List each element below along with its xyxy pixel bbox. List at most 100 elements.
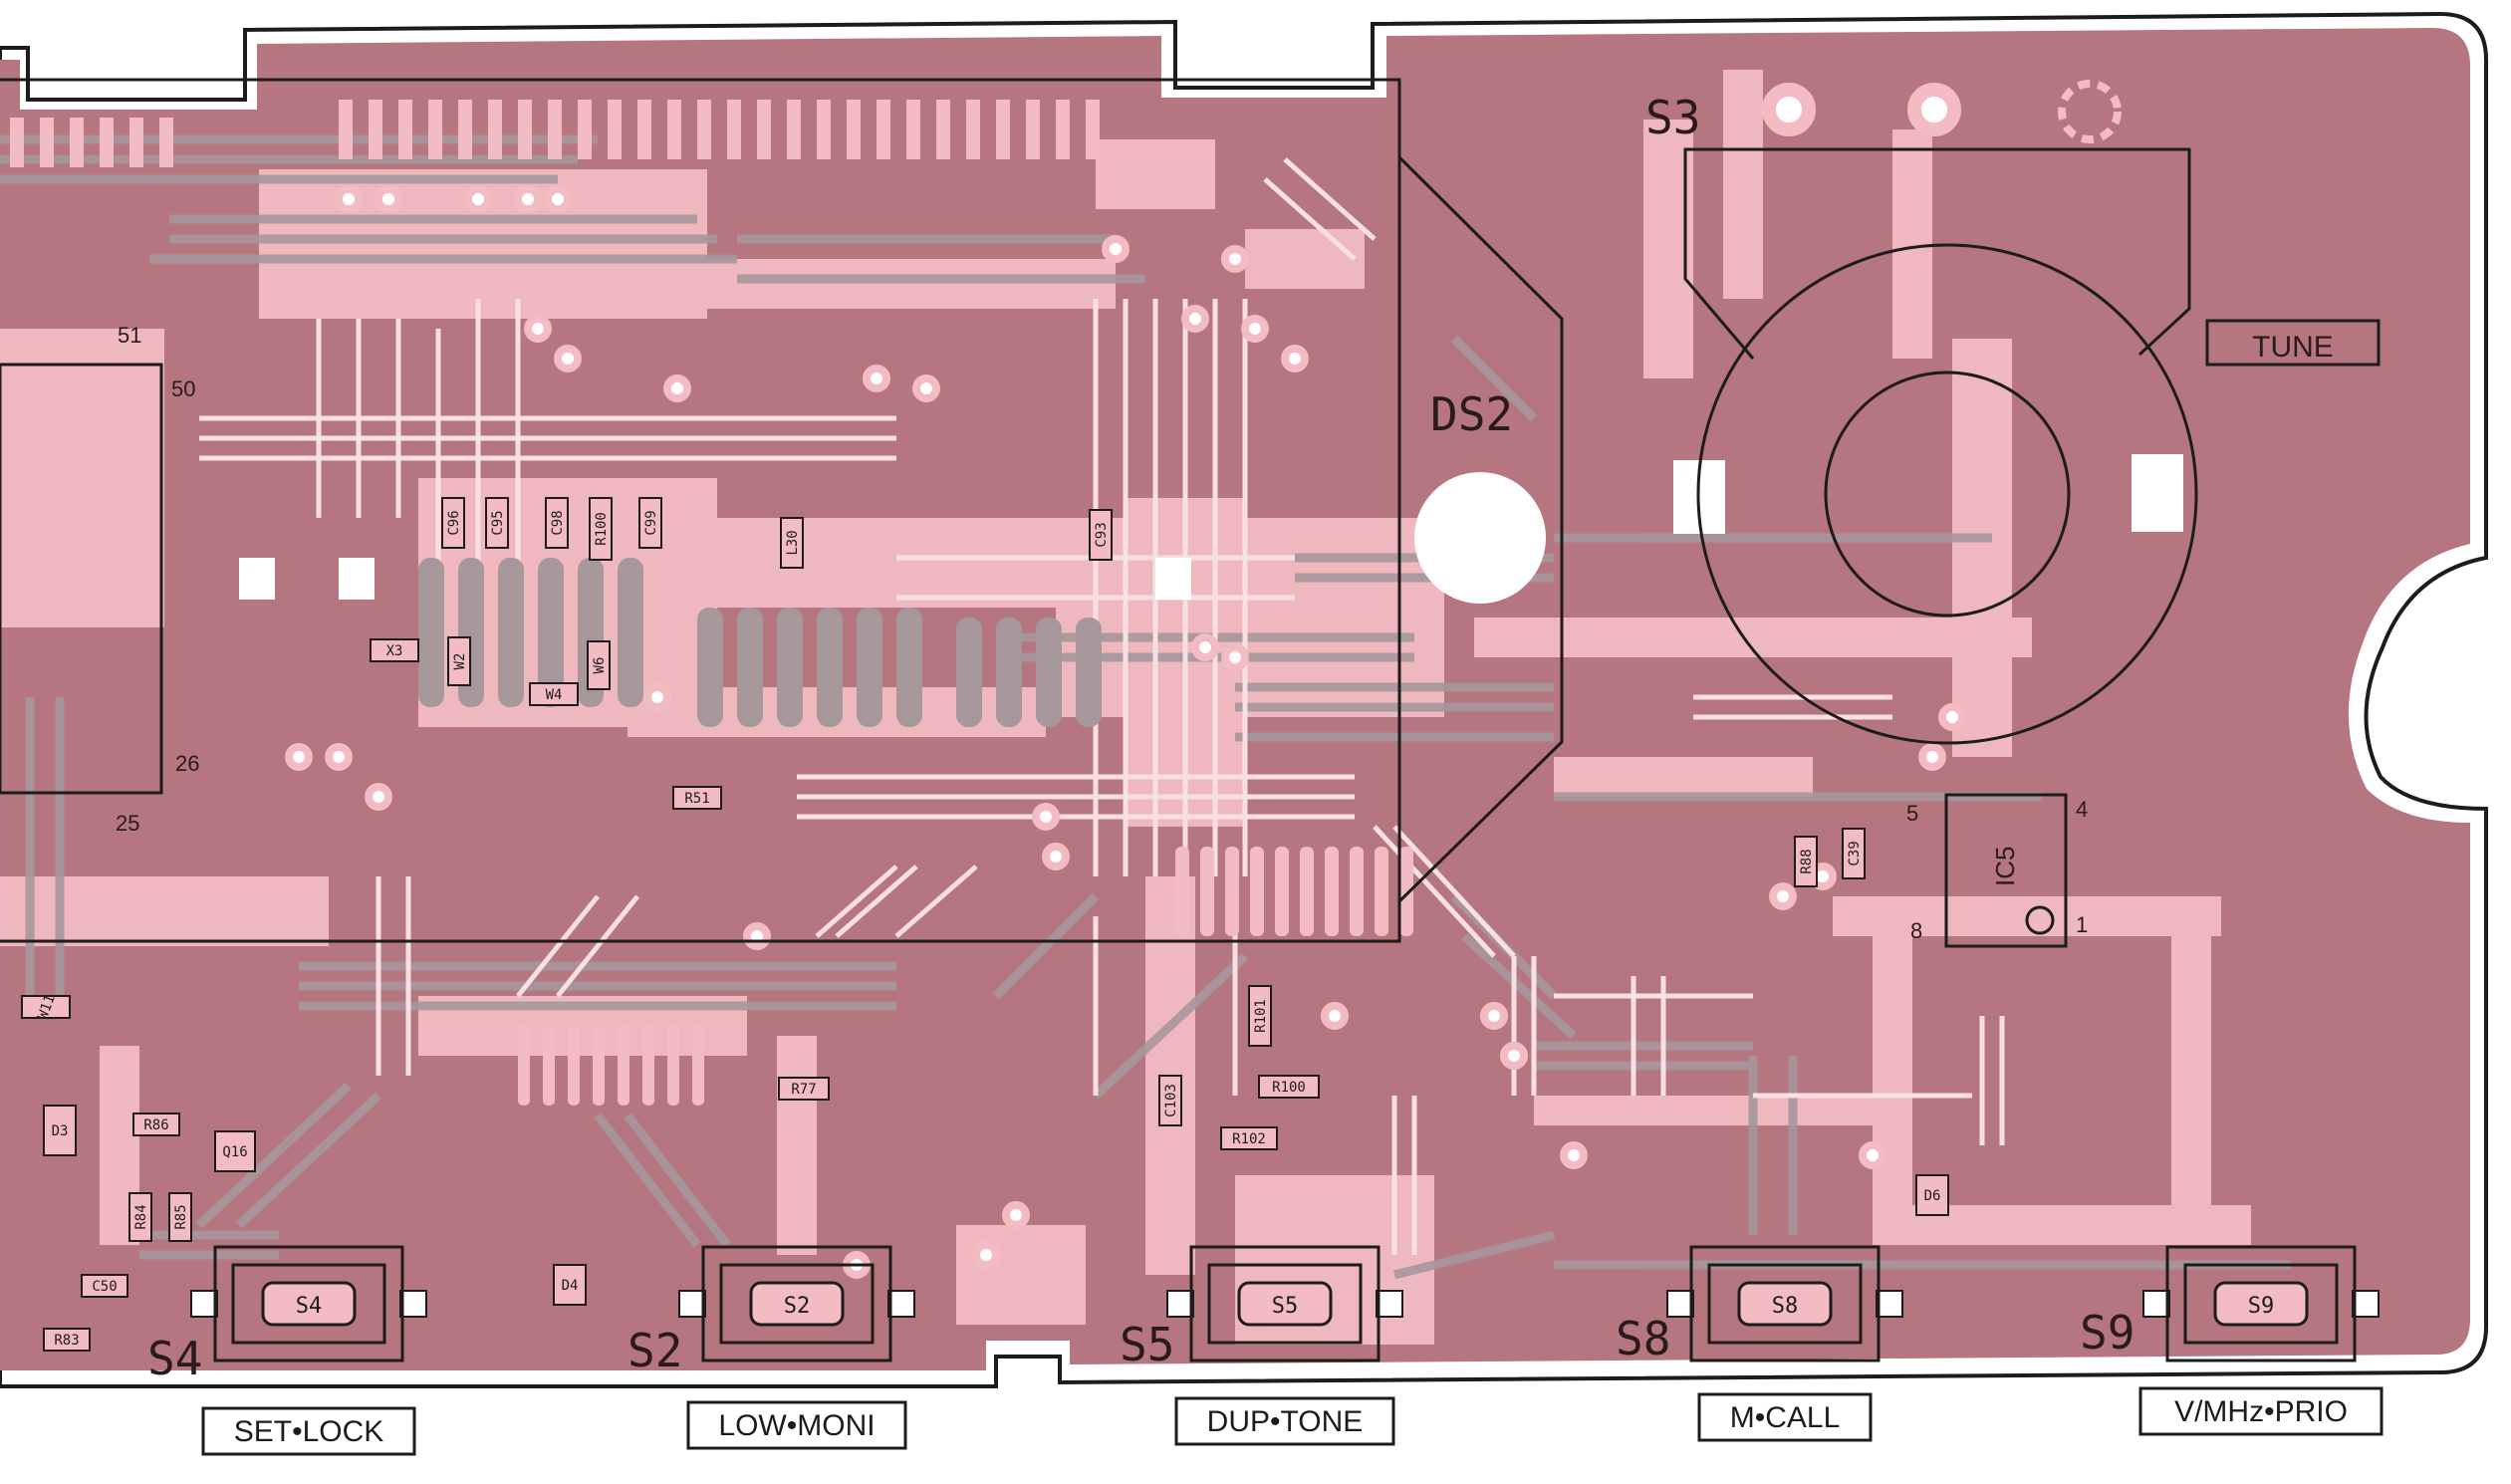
- ic1-pin25: 25: [116, 811, 139, 836]
- component-r100: R100: [589, 497, 613, 561]
- component-c95: C95: [485, 497, 509, 549]
- component-r100: R100: [1258, 1075, 1320, 1099]
- component-ref-label: C98: [550, 510, 566, 535]
- tune-label: TUNE: [2252, 331, 2334, 364]
- component-w6: W6: [587, 640, 611, 690]
- switch-function-label: M•CALL: [1730, 1401, 1841, 1434]
- component-ref-label: D6: [1924, 1188, 1941, 1204]
- component-ref-label: R77: [791, 1082, 816, 1098]
- switch-cap: [2213, 1281, 2309, 1327]
- component-ref-label: R101: [1253, 999, 1269, 1033]
- ic5-pin4: 4: [2076, 797, 2088, 822]
- component-r51: R51: [672, 786, 722, 810]
- switch-body: [701, 1245, 892, 1362]
- switch-cap-outer: [1207, 1263, 1363, 1345]
- tune-label-box: [2205, 319, 2381, 367]
- component-r102: R102: [1220, 1126, 1278, 1150]
- switch-cap-label: S2: [784, 1294, 811, 1319]
- switch-lead-left: [190, 1290, 218, 1318]
- component-ref-label: R51: [684, 791, 709, 807]
- ic-pins-top: [10, 100, 1100, 167]
- ic5-pin8: 8: [1910, 918, 1922, 943]
- bottom-connector-pads: [518, 847, 1413, 1106]
- component-d3: D3: [43, 1105, 77, 1156]
- component-ref-label: W4: [546, 687, 563, 703]
- switch-lead-right: [2352, 1290, 2380, 1318]
- switch-cap: [1237, 1281, 1333, 1327]
- switch-cap-label: S9: [2248, 1294, 2275, 1319]
- switch-lead-right: [399, 1290, 427, 1318]
- component-ref-label: C39: [1847, 841, 1863, 866]
- ic1-pin26: 26: [175, 751, 199, 776]
- component-ref-label: C99: [643, 510, 659, 535]
- component-w2: W2: [447, 636, 471, 686]
- component-ref-label: R86: [143, 1117, 168, 1133]
- switch-ref-label: S2: [628, 1324, 682, 1377]
- component-ref-label: D3: [52, 1123, 69, 1139]
- component-c103: C103: [1158, 1075, 1182, 1126]
- switch-function-box: [686, 1400, 907, 1450]
- component-ref-label: R100: [594, 512, 610, 546]
- component-w11: W11: [21, 993, 71, 1022]
- switch-function-box: [201, 1406, 416, 1456]
- ic5-pin1-marker: [2025, 905, 2055, 935]
- switch-lead-left: [2142, 1290, 2170, 1318]
- component-ref-label: C95: [490, 510, 506, 535]
- switch-function-label: LOW•MONI: [718, 1409, 875, 1442]
- ic5-pin5: 5: [1906, 801, 1918, 826]
- switch-lead-right: [1876, 1290, 1903, 1318]
- switch-cap-label: S8: [1772, 1294, 1799, 1319]
- mounting-hole: [1414, 472, 1546, 604]
- switch-cap: [261, 1281, 357, 1327]
- component-r84: R84: [128, 1192, 152, 1242]
- component-c99: C99: [638, 497, 662, 549]
- s3-label: S3: [1645, 91, 1700, 144]
- switch-lead-left: [1666, 1290, 1694, 1318]
- component-r101: R101: [1248, 985, 1272, 1047]
- switch-cap: [1737, 1281, 1833, 1327]
- component-r83: R83: [43, 1328, 91, 1352]
- switch-lead-left: [1166, 1290, 1194, 1318]
- switch-cap-label: S5: [1272, 1294, 1299, 1319]
- switch-cap-label: S4: [296, 1294, 323, 1319]
- tune-pot-pads: [1762, 83, 1961, 136]
- switches: S4S4SET•LOCKS2S2LOW•MONIS5S5DUP•TONES8S8…: [147, 1245, 2384, 1456]
- component-ref-label: W6: [592, 657, 608, 674]
- component-ref-label: C96: [446, 510, 462, 535]
- component-ref-label: D4: [562, 1278, 579, 1294]
- switch-body: [1689, 1245, 1881, 1362]
- vias: [285, 185, 1966, 1279]
- component-ref-label: L30: [785, 530, 801, 555]
- component-d4: D4: [553, 1264, 587, 1306]
- component-c50: C50: [81, 1274, 128, 1298]
- component-r88: R88: [1794, 836, 1818, 887]
- component-ref-label: R83: [54, 1333, 79, 1349]
- switch-body: [2165, 1245, 2357, 1362]
- component-c39: C39: [1842, 828, 1866, 879]
- component-ref-label: R84: [133, 1204, 149, 1229]
- switch-function-label: SET•LOCK: [234, 1415, 384, 1448]
- component-x3: X3: [370, 638, 419, 662]
- switch-function-box: [1697, 1392, 1873, 1442]
- switch-body: [1189, 1245, 1381, 1362]
- component-w4: W4: [529, 682, 579, 706]
- switch-ref-label: S9: [2080, 1306, 2134, 1360]
- switch-lead-right: [887, 1290, 915, 1318]
- switch-cap: [749, 1281, 845, 1327]
- component-ref-label: W2: [452, 653, 468, 670]
- ic5-label: IC5: [1990, 847, 2020, 886]
- component-r86: R86: [132, 1113, 180, 1136]
- component-c93: C93: [1089, 509, 1113, 561]
- component-ref-label: R88: [1799, 849, 1815, 873]
- component-ref-label: X3: [386, 643, 403, 659]
- component-c98: C98: [545, 497, 569, 549]
- switch-ref-label: S4: [147, 1332, 202, 1385]
- switch-cap-outer: [719, 1263, 875, 1345]
